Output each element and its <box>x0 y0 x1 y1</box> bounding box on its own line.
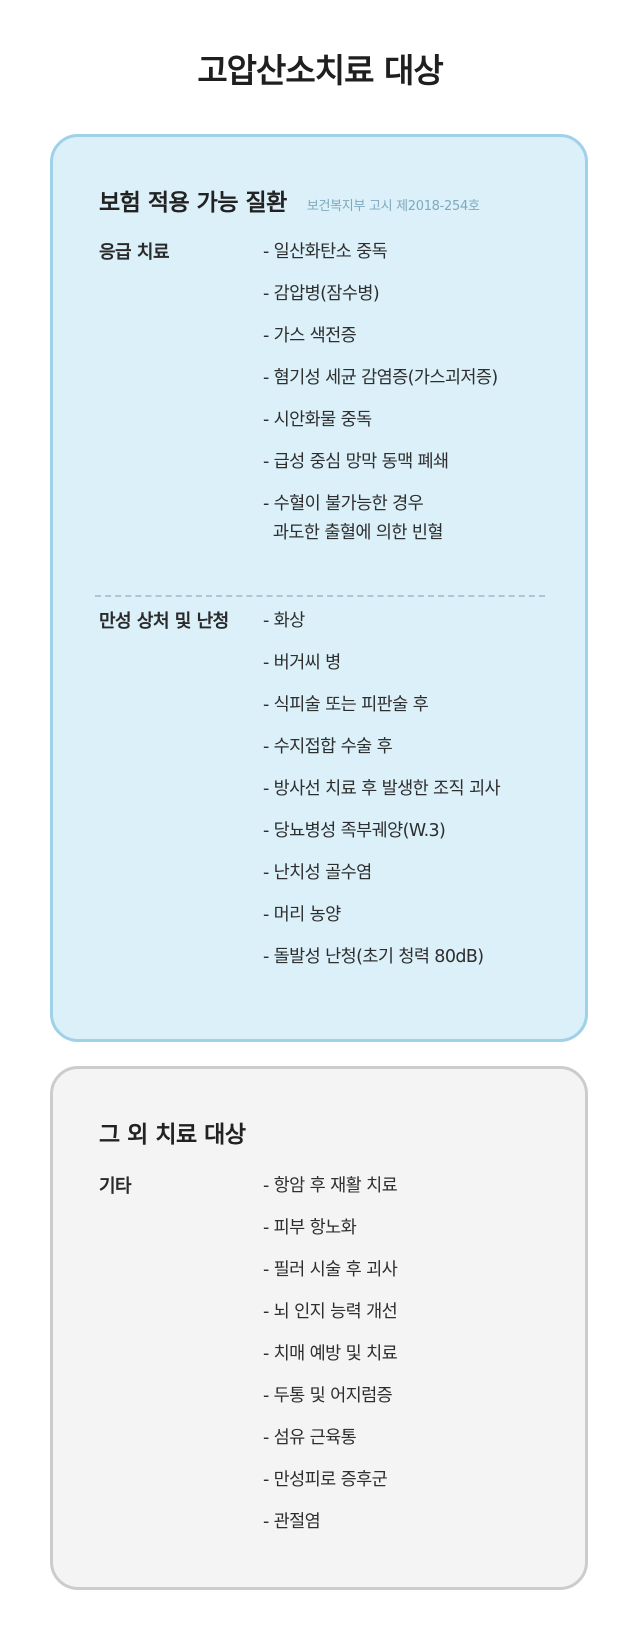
condition-item: - 섬유 근육통 <box>263 1428 357 1448</box>
condition-item: - 당뇨병성 족부궤양(W.3) <box>263 821 446 841</box>
other-card-header: 그 외 치료 대상 <box>99 1115 246 1149</box>
condition-item: - 돌발성 난청(초기 청력 80dB) <box>263 947 484 967</box>
group-label: 만성 상처 및 난청 <box>99 611 229 632</box>
condition-item: - 감압병(잠수병) <box>263 284 380 304</box>
condition-item: - 치매 예방 및 치료 <box>263 1344 398 1364</box>
condition-item: - 방사선 치료 후 발생한 조직 괴사 <box>263 779 501 799</box>
page-title: 고압산소치료 대상 <box>197 51 443 90</box>
other-treatment-card: 그 외 치료 대상 기타 - 항암 후 재활 치료 - 피부 항노화 - 필러 시술… <box>50 1066 588 1590</box>
section-divider <box>95 595 545 597</box>
condition-list: - 항암 후 재활 치료 - 피부 항노화 - 필러 시술 후 괴사 - 뇌 인지 능… <box>263 1172 553 1550</box>
condition-list: - 화상 - 버거씨 병 - 식피술 또는 피판술 후 - 수지접합 수술 후 - 방사… <box>263 607 553 985</box>
condition-item: - 수지접합 수술 후 <box>263 737 393 757</box>
condition-item: - 시안화물 중독 <box>263 410 372 430</box>
condition-item: - 뇌 인지 능력 개선 <box>263 1302 398 1322</box>
condition-item: - 급성 중심 망막 동맥 폐쇄 <box>263 452 449 472</box>
condition-item: - 필러 시술 후 괴사 <box>263 1260 398 1280</box>
condition-item: - 버거씨 병 <box>263 653 341 673</box>
condition-item: - 관절염 <box>263 1512 321 1532</box>
group-label: 응급 치료 <box>99 242 170 263</box>
condition-item: - 수혈이 불가능한 경우 과도한 출혈에 의한 빈혈 <box>263 494 443 543</box>
condition-item: - 피부 항노화 <box>263 1218 357 1238</box>
condition-item: - 난치성 골수염 <box>263 863 372 883</box>
condition-item: - 머리 농양 <box>263 905 341 925</box>
condition-item: - 화상 <box>263 611 305 631</box>
condition-item: - 만성피로 증후군 <box>263 1470 388 1490</box>
condition-item: - 가스 색전증 <box>263 326 357 346</box>
insurance-card-title: 보험 적용 가능 질환 <box>99 190 287 216</box>
condition-item: - 두통 및 어지럼증 <box>263 1386 393 1406</box>
other-card-title: 그 외 치료 대상 <box>99 1122 246 1148</box>
condition-item: - 혐기성 세균 감염증(가스괴저증) <box>263 368 498 388</box>
insurance-card-note: 보건복지부 고시 제2018-254호 <box>306 199 480 214</box>
condition-item: - 항암 후 재활 치료 <box>263 1176 398 1196</box>
insurance-card-header: 보험 적용 가능 질환 보건복지부 고시 제2018-254호 <box>99 183 480 217</box>
condition-item: - 일산화탄소 중독 <box>263 242 388 262</box>
insurance-covered-card: 보험 적용 가능 질환 보건복지부 고시 제2018-254호 응급 치료 - … <box>50 134 588 1042</box>
group-label: 기타 <box>99 1176 132 1197</box>
condition-item: - 식피술 또는 피판술 후 <box>263 695 429 715</box>
condition-list: - 일산화탄소 중독 - 감압병(잠수병) - 가스 색전증 - 혐기성 세균 감염증… <box>263 238 553 561</box>
